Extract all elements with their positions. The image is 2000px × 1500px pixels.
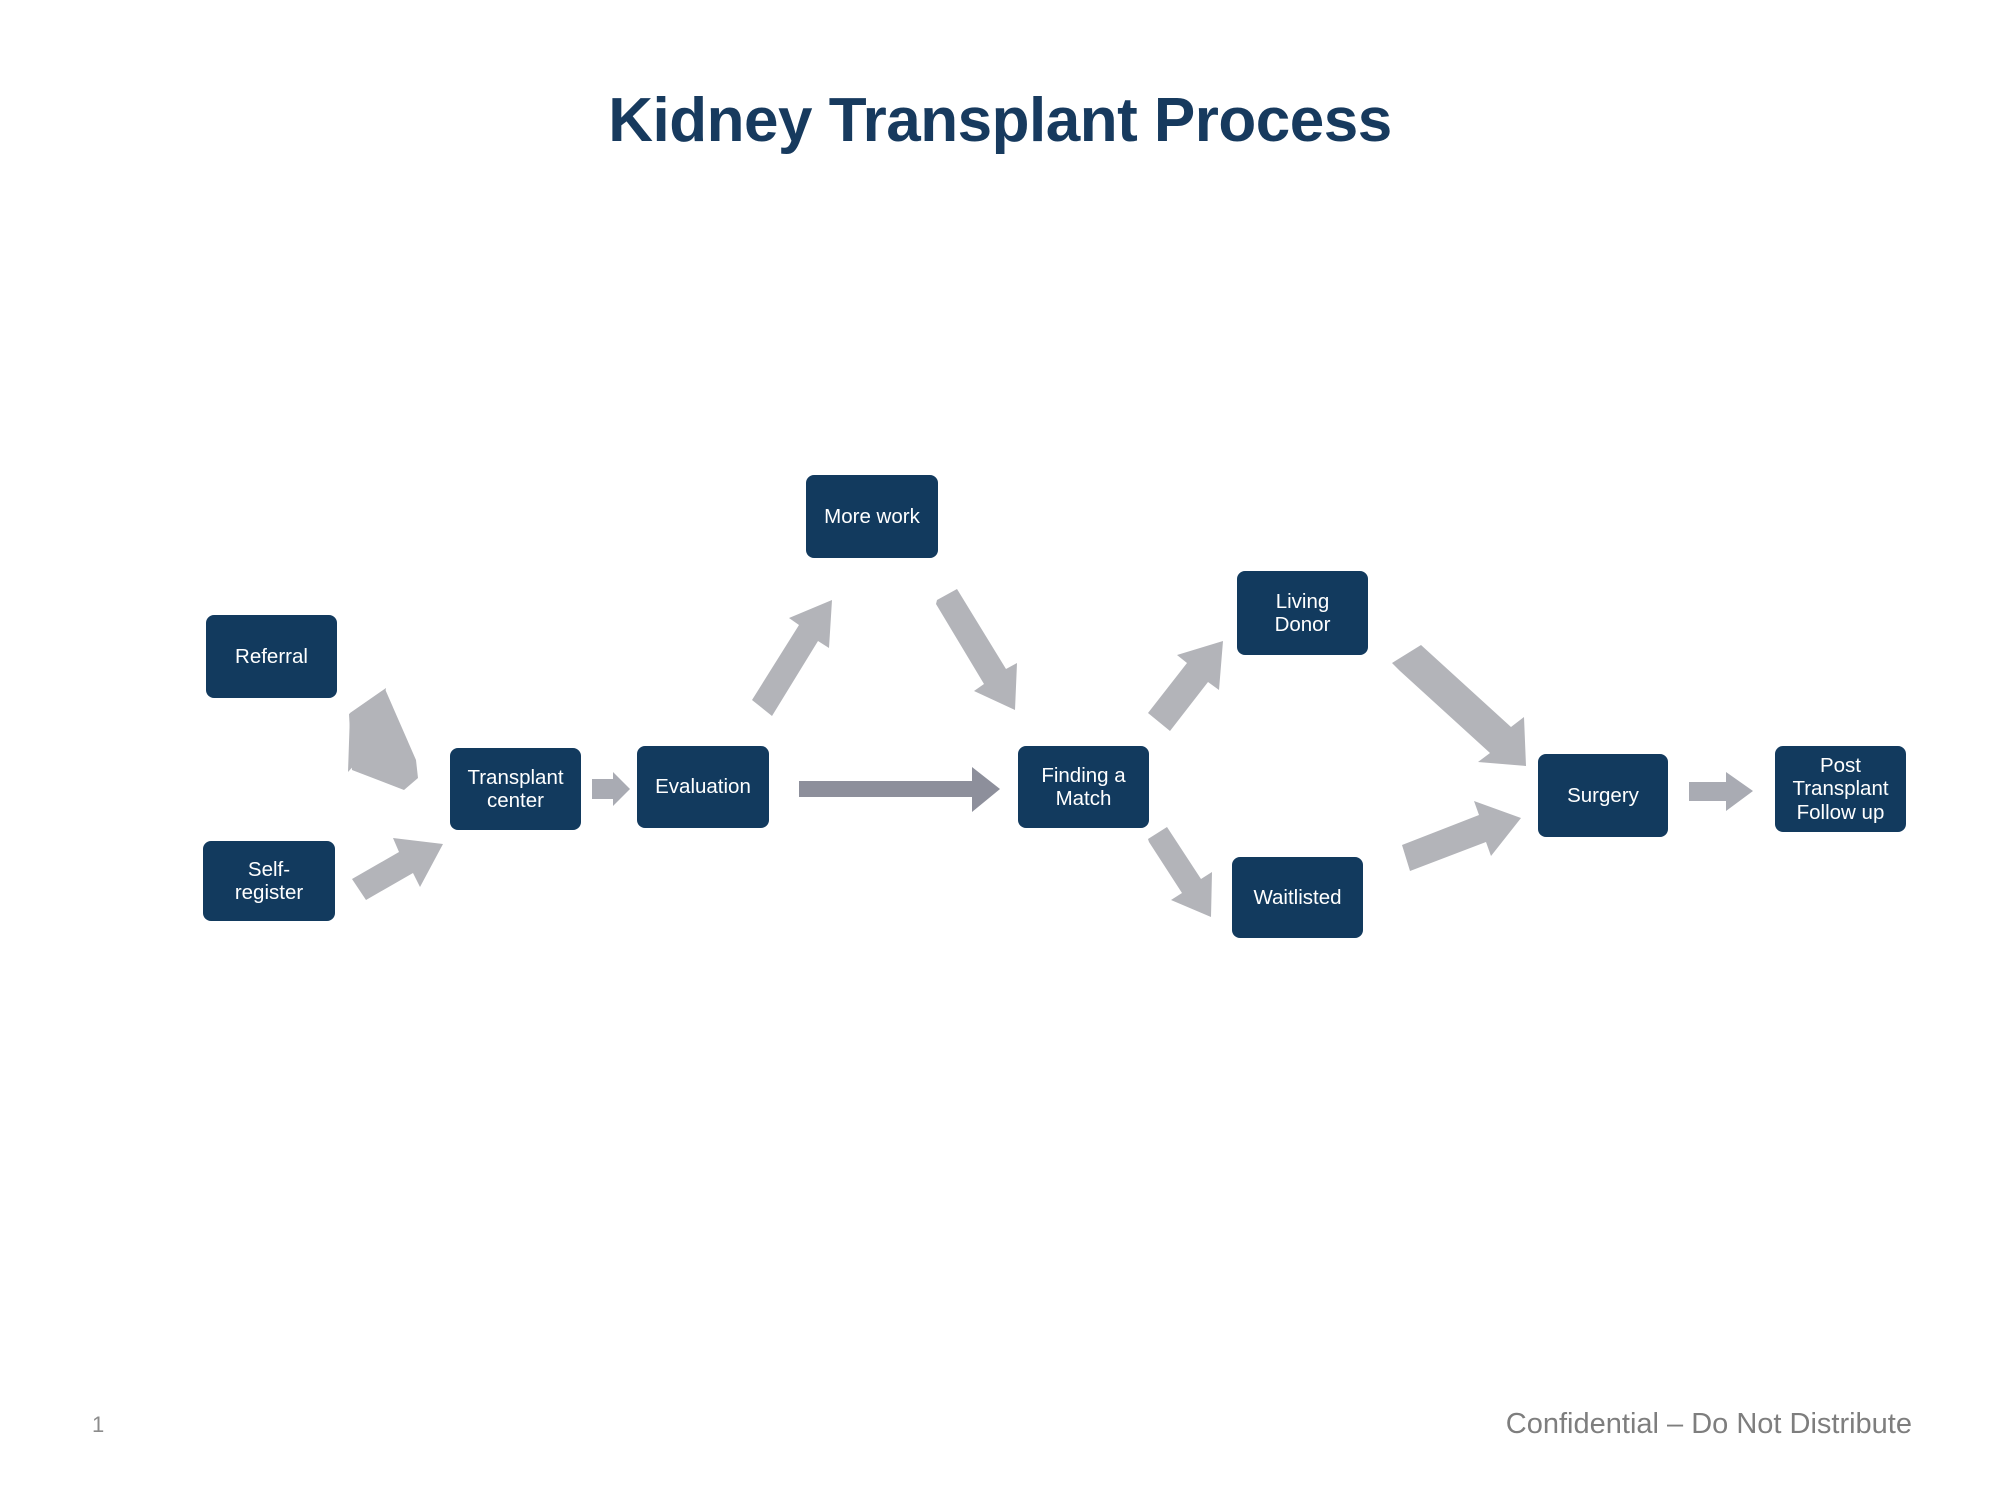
node-surgery[interactable]: Surgery — [1538, 754, 1668, 837]
arrow-living-donor-to-surgery — [1392, 645, 1526, 766]
node-finding-a-match-label: Finding a Match — [1041, 763, 1126, 810]
arrow-evaluation-to-more-work — [752, 600, 832, 716]
node-waitlisted-label: Waitlisted — [1253, 885, 1342, 909]
node-living-donor[interactable]: Living Donor — [1237, 571, 1368, 655]
arrow-finding-a-match-to-waitlisted — [1148, 827, 1212, 917]
arrow-finding-a-match-to-living-donor — [1148, 641, 1223, 731]
arrow-evaluation-to-finding-a-match — [799, 767, 1000, 812]
node-post-transplant-follow-up-label: Post Transplant Follow up — [1792, 753, 1889, 824]
node-transplant-center[interactable]: Transplant center — [450, 748, 581, 830]
node-transplant-center-label: Transplant center — [467, 765, 564, 812]
arrow-more-work-to-finding-a-match — [936, 589, 1017, 710]
node-waitlisted[interactable]: Waitlisted — [1232, 857, 1363, 938]
arrow-self-register-to-transplant-center — [352, 838, 443, 900]
node-evaluation-label: Evaluation — [655, 775, 751, 799]
node-self-register-label: Self- register — [234, 857, 304, 904]
node-more-work-label: More work — [824, 504, 920, 528]
node-more-work[interactable]: More work — [806, 475, 938, 558]
page-title: Kidney Transplant Process — [608, 86, 1392, 155]
node-surgery-label: Surgery — [1567, 783, 1639, 807]
node-referral[interactable]: Referral — [206, 615, 337, 698]
node-post-transplant-follow-up[interactable]: Post Transplant Follow up — [1775, 746, 1906, 832]
confidentiality-footer: Confidential – Do Not Distribute — [1505, 1408, 1912, 1440]
node-evaluation[interactable]: Evaluation — [637, 746, 769, 828]
arrow-transplant-center-to-evaluation — [592, 772, 630, 806]
arrow-referral-to-transplant-center — [348, 688, 418, 790]
node-self-register[interactable]: Self- register — [203, 841, 335, 921]
node-finding-a-match[interactable]: Finding a Match — [1018, 746, 1149, 828]
page-number: 1 — [92, 1412, 105, 1437]
arrow-waitlisted-to-surgery — [1402, 801, 1521, 871]
arrow-surgery-to-post-transplant-follow-up — [1689, 772, 1753, 811]
node-referral-label: Referral — [235, 644, 308, 668]
node-living-donor-label: Living Donor — [1274, 589, 1331, 636]
